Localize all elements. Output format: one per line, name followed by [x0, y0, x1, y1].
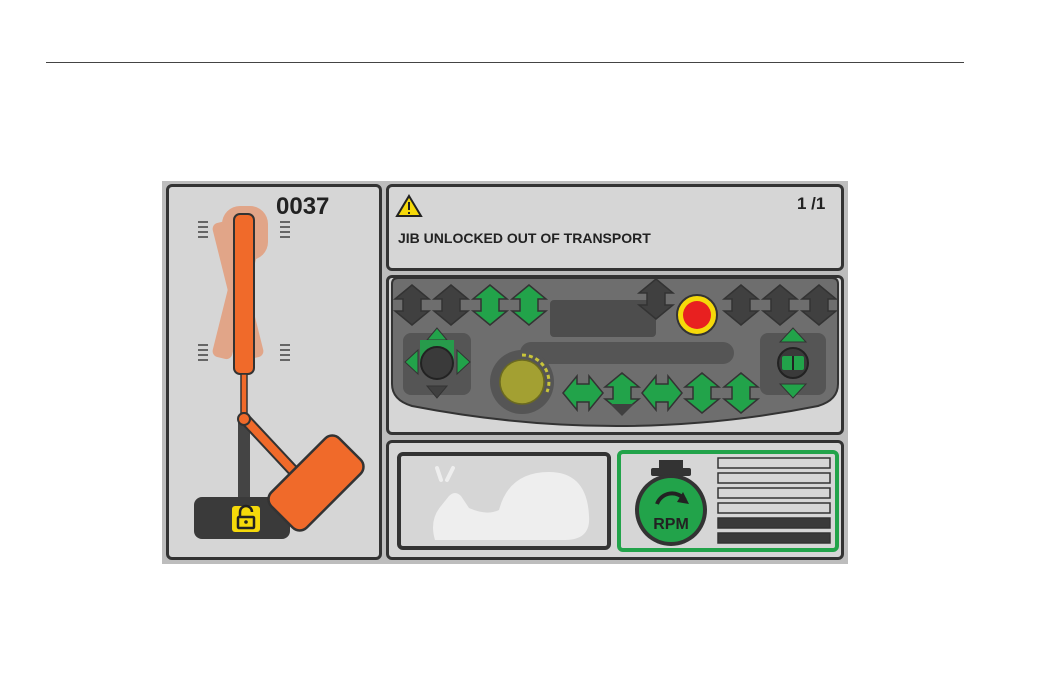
- speed-dial[interactable]: [490, 350, 554, 414]
- rpm-label: RPM: [653, 516, 689, 533]
- engine-rpm-box: RPM: [617, 450, 839, 552]
- engine-rpm-icon: [635, 460, 707, 546]
- rpm-bar-stack: [718, 458, 830, 543]
- snail-icon: [401, 456, 607, 546]
- left-joystick[interactable]: [403, 328, 471, 398]
- right-joystick[interactable]: [760, 328, 826, 398]
- engine-rpm-graphic: RPM: [621, 454, 835, 548]
- slow-mode-box[interactable]: [397, 452, 611, 550]
- console-track: [520, 342, 734, 364]
- emergency-stop-button[interactable]: [677, 295, 717, 335]
